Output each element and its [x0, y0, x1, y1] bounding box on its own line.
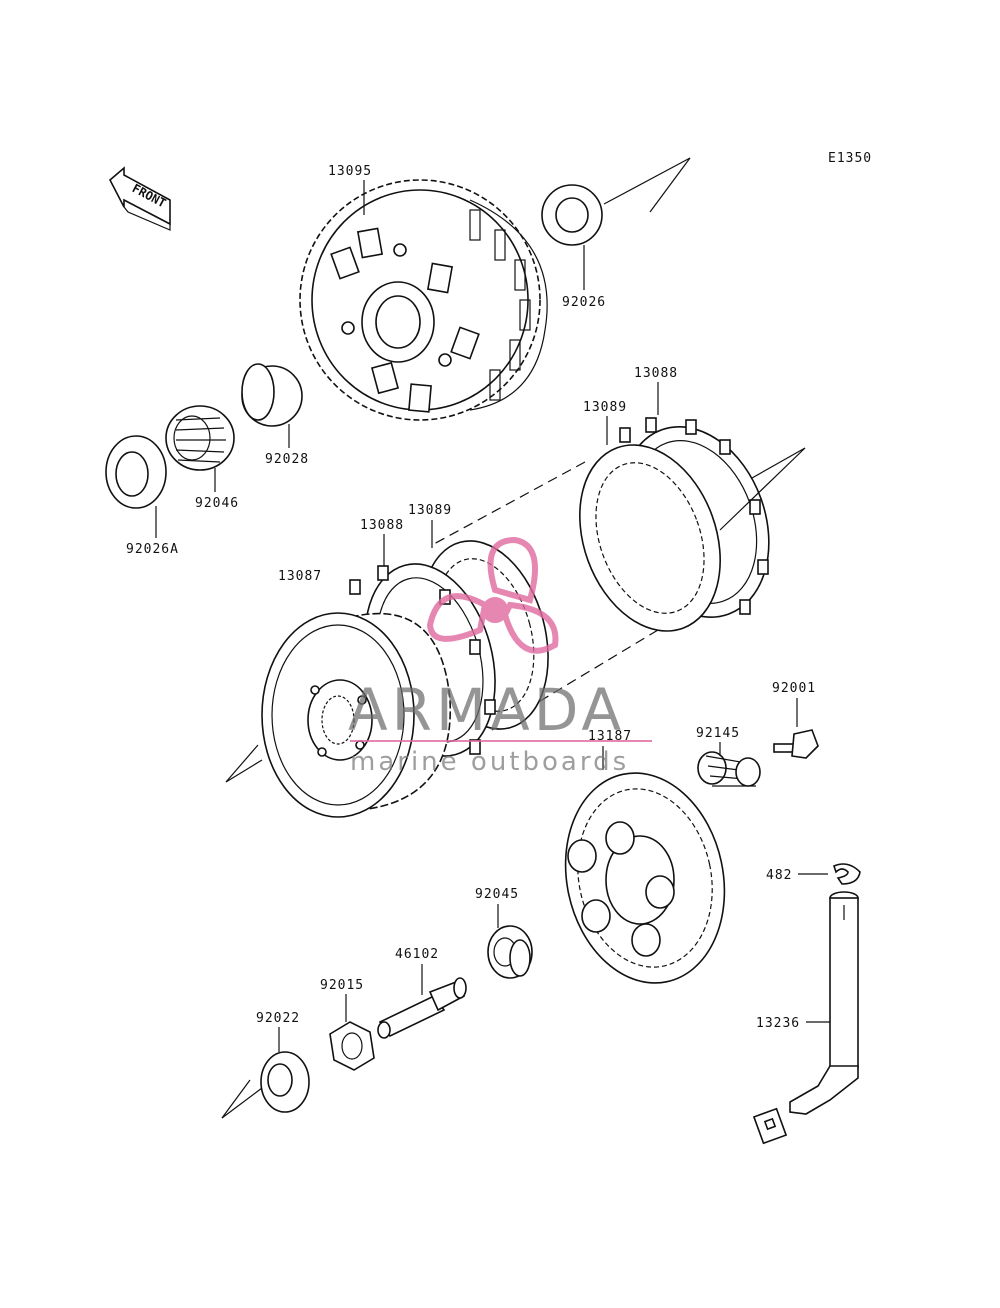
label-92015: 92015	[320, 978, 364, 993]
ball-bearing-92045	[487, 925, 533, 979]
push-rod-46102	[377, 977, 467, 1039]
label-92001: 92001	[772, 681, 816, 696]
label-13089-top: 13089	[583, 400, 627, 415]
washer-92026	[541, 184, 603, 246]
label-92145: 92145	[696, 726, 740, 741]
label-13089-mid: 13089	[408, 503, 452, 518]
label-482: 482	[766, 868, 792, 883]
label-92026A: 92026A	[126, 542, 179, 557]
label-92046: 92046	[195, 496, 239, 511]
collar-92028	[241, 363, 303, 427]
watermark-tagline: marine outboards	[350, 747, 629, 777]
washer-92022	[260, 1051, 310, 1113]
label-13087: 13087	[278, 569, 322, 584]
watermark-brand: ARMADA	[348, 676, 625, 744]
label-13088-top: 13088	[634, 366, 678, 381]
label-92028: 92028	[265, 452, 309, 467]
label-13095: 13095	[328, 164, 372, 179]
label-92026: 92026	[562, 295, 606, 310]
washer-92026A	[105, 435, 167, 509]
diagram-code: E1350	[828, 151, 872, 166]
label-13088-mid: 13088	[360, 518, 404, 533]
pressure-plate-13187	[564, 772, 726, 984]
armada-watermark: ARMADA marine outboards	[348, 536, 652, 777]
label-13236: 13236	[756, 1016, 800, 1031]
nut-92015	[329, 1021, 375, 1071]
label-92045: 92045	[475, 887, 519, 902]
needle-bearing-92046	[165, 405, 235, 471]
clutch-housing-13095	[299, 179, 548, 421]
push-lever-13236	[752, 891, 859, 1145]
spring-92145	[697, 751, 761, 787]
propeller-logo-icon	[426, 536, 559, 654]
bolt-92001	[773, 729, 819, 759]
label-46102: 46102	[395, 947, 439, 962]
front-arrow-icon: FRONT	[108, 166, 171, 231]
label-92022: 92022	[256, 1011, 300, 1026]
friction-plate-13089-upper	[579, 444, 721, 632]
circlip-482	[833, 863, 861, 885]
